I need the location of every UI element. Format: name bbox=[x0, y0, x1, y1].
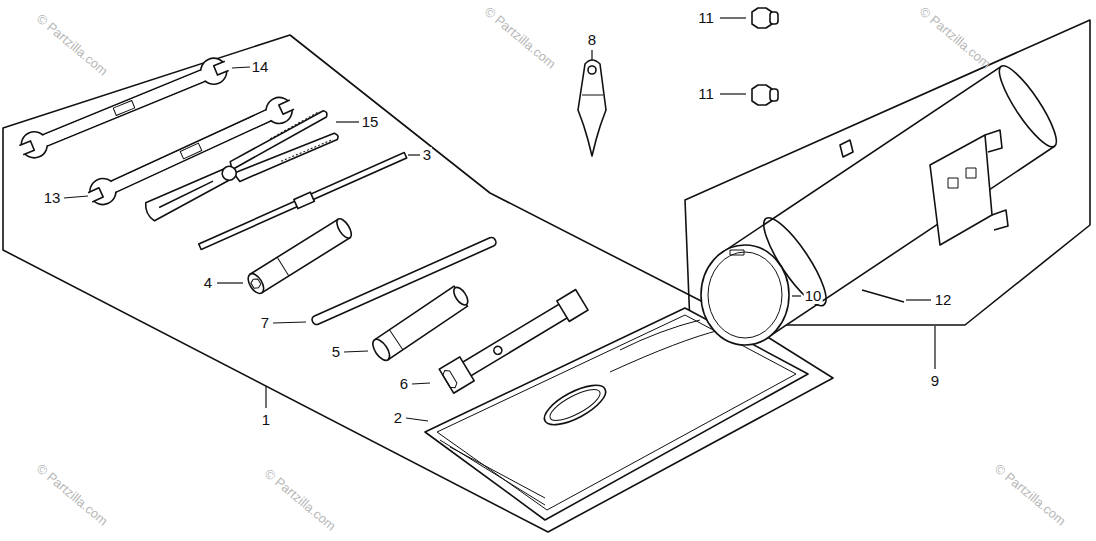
tool-case bbox=[701, 56, 1067, 345]
callout-number: 11 bbox=[697, 10, 715, 26]
watermark: © Partzilla.com bbox=[33, 460, 112, 530]
socket bbox=[370, 283, 472, 363]
screwdriver bbox=[198, 151, 408, 252]
extension-handle bbox=[245, 216, 354, 296]
callout-number: 3 bbox=[422, 147, 432, 163]
callout-number: 1 bbox=[261, 412, 271, 428]
pliers bbox=[140, 109, 339, 229]
callout-number: 12 bbox=[934, 292, 953, 308]
rod bbox=[311, 236, 497, 326]
callout-number: 13 bbox=[43, 190, 62, 206]
watermark: © Partzilla.com bbox=[33, 10, 112, 80]
cable-clip bbox=[578, 60, 606, 156]
leader-lines bbox=[64, 18, 935, 421]
callout-number: 6 bbox=[399, 376, 409, 392]
callout-number: 10 bbox=[804, 288, 823, 304]
callout-number: 15 bbox=[361, 114, 380, 130]
callout-number: 11 bbox=[697, 86, 715, 102]
callout-number: 5 bbox=[331, 344, 341, 360]
watermark: © Partzilla.com bbox=[991, 460, 1070, 530]
watermark: © Partzilla.com bbox=[481, 3, 560, 73]
callout-number: 9 bbox=[930, 373, 940, 389]
watermark: © Partzilla.com bbox=[916, 3, 995, 73]
callout-number: 2 bbox=[393, 410, 403, 426]
wrench bbox=[15, 53, 232, 162]
watermark: © Partzilla.com bbox=[261, 465, 340, 535]
callout-number: 7 bbox=[260, 315, 270, 331]
nut bbox=[752, 85, 778, 105]
nut bbox=[752, 8, 778, 28]
callout-number: 8 bbox=[587, 32, 597, 48]
kit-outline bbox=[3, 35, 833, 532]
callout-number: 14 bbox=[251, 59, 270, 75]
callout-number: 4 bbox=[203, 275, 213, 291]
